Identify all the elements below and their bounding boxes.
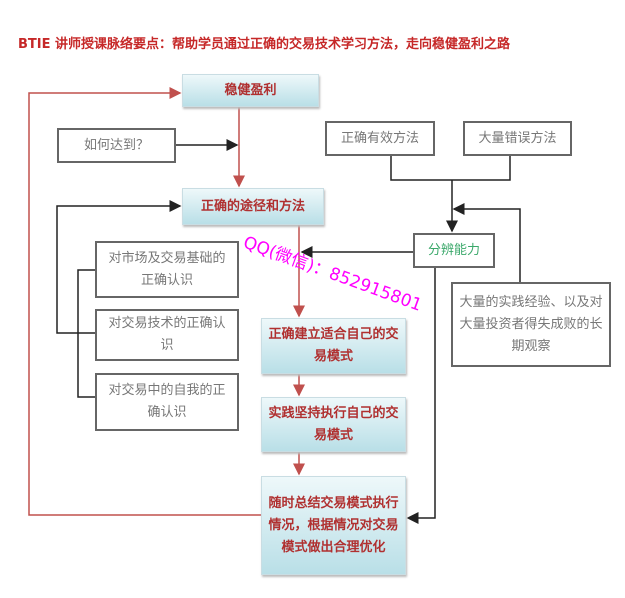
node-technique: 对交易技术的正确认识 <box>95 309 239 361</box>
experience-to-discern-line <box>452 203 521 282</box>
node-path: 正确的途径和方法 <box>182 188 324 225</box>
feedback-loop-line <box>28 87 261 516</box>
discern-to-review-line <box>406 268 436 524</box>
cognition-to-path-line <box>56 200 182 334</box>
node-market: 对市场及交易基础的正确认识 <box>95 241 239 298</box>
node-discern: 分辨能力 <box>413 233 495 268</box>
methods-bracket-line <box>390 156 511 181</box>
node-practice: 实践坚持执行自己的交易模式 <box>261 397 406 452</box>
node-review: 随时总结交易模式执行情况，根据情况对交易模式做出合理优化 <box>261 476 406 575</box>
node-correct-method: 正确有效方法 <box>325 121 435 156</box>
node-experience: 大量的实践经验、以及对大量投资者得失成败的长期观察 <box>451 282 611 367</box>
node-goal: 稳健盈利 <box>182 74 319 107</box>
diagram-title: BTIE 讲师授课脉络要点：帮助学员通过正确的交易技术学习方法，走向稳健盈利之路 <box>18 37 511 52</box>
node-build: 正确建立适合自己的交易模式 <box>261 318 406 374</box>
node-wrong-method: 大量错误方法 <box>463 121 572 156</box>
node-self: 对交易中的自我的正确认识 <box>95 373 239 431</box>
node-how: 如何达到？ <box>57 128 176 163</box>
